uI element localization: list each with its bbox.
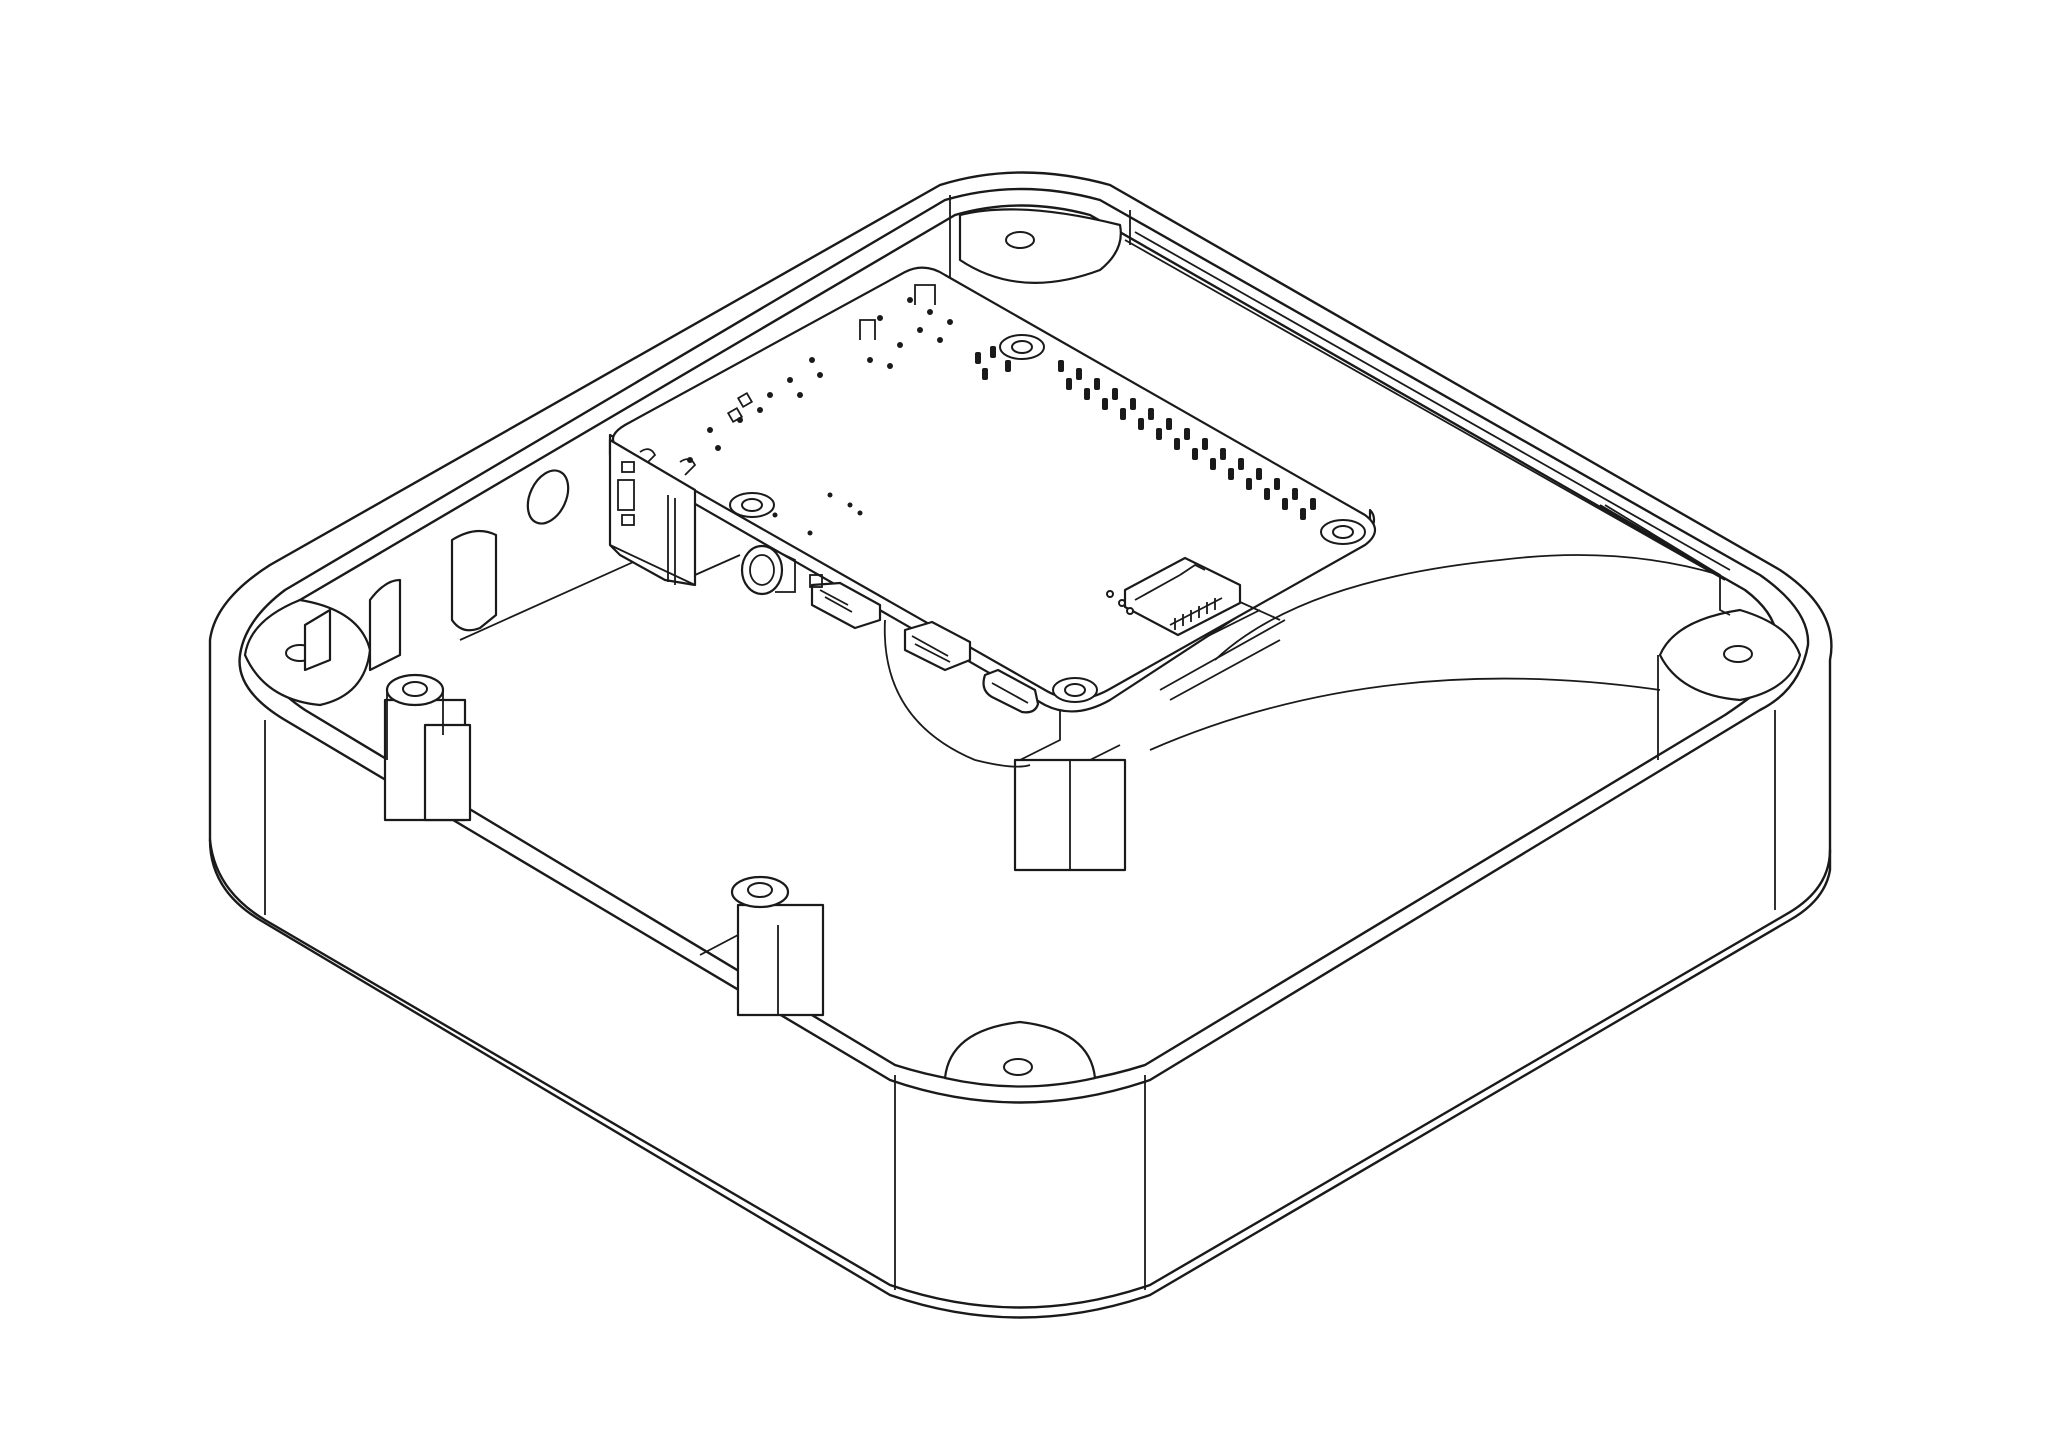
screw-hole xyxy=(1723,645,1753,663)
hdmi-port-2 xyxy=(982,668,1040,714)
enclosure-base xyxy=(208,171,1833,1319)
corner-boss-top xyxy=(949,195,1131,290)
hdmi-cutout xyxy=(368,578,402,672)
standoff-left xyxy=(383,673,472,822)
board-small-chips xyxy=(639,284,936,476)
screw-hole xyxy=(1005,231,1035,249)
hdmi-port xyxy=(903,620,972,672)
standoff-bottom xyxy=(699,875,825,1017)
left-wall-cutouts xyxy=(303,469,570,672)
board-components xyxy=(687,297,953,536)
ethernet-port xyxy=(608,438,741,587)
microsd-slot xyxy=(1106,556,1242,637)
slot-cutout xyxy=(303,608,332,672)
usb-cutout xyxy=(450,529,498,632)
screw-hole xyxy=(1003,1058,1033,1076)
circuit-board xyxy=(608,266,1377,768)
audio-jack xyxy=(740,544,796,596)
gpio-header xyxy=(975,346,1316,520)
corner-boss-right xyxy=(1657,608,1802,760)
corner-boss-bottom xyxy=(943,1020,1097,1088)
back-right-rail xyxy=(1124,231,1731,616)
audio-cutout xyxy=(526,469,570,525)
micro-usb-port xyxy=(809,574,882,630)
